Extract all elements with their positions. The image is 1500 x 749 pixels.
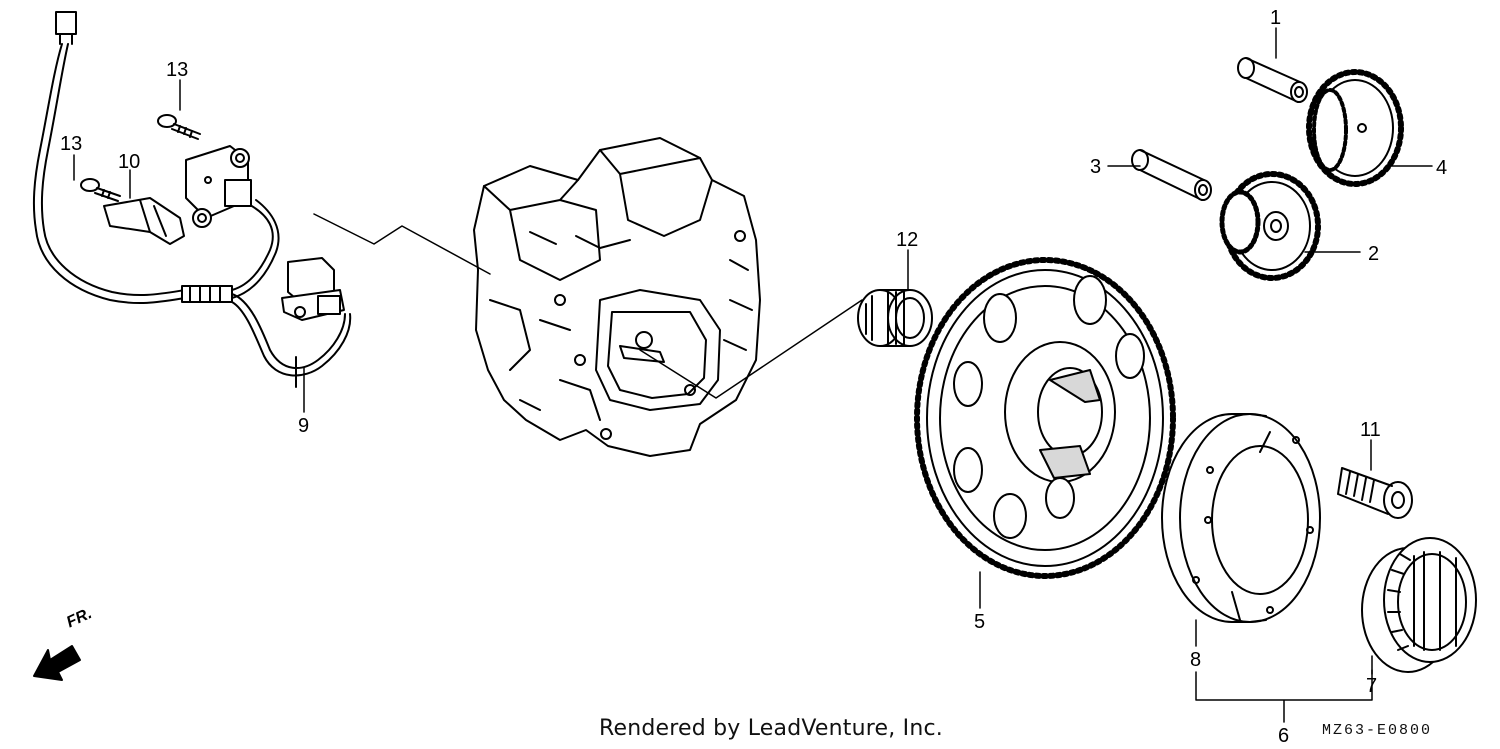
callout-8: 8 [1190,649,1201,671]
cap-screw [1337,467,1413,519]
callout-11: 11 [1360,419,1381,441]
one-way-clutch-outer [1161,413,1321,623]
callout-13-lower: 13 [60,133,82,155]
one-way-clutch [1361,537,1477,673]
pulse-generator-lower [281,257,345,321]
leader-line-12 [639,299,863,399]
callout-1: 1 [1270,7,1281,29]
bolt-upper [157,114,201,140]
callout-3: 3 [1090,156,1101,178]
idle-gear-shaft [1237,57,1308,103]
pulse-generator-upper [185,145,252,228]
needle-bearing [857,289,933,347]
callout-6: 6 [1278,725,1289,747]
callout-9: 9 [298,415,309,437]
bolt-lower [80,178,121,202]
starter-driven-gear [914,257,1176,579]
reduction-gear [1219,171,1321,281]
diagram-code: MZ63-E0800 [1322,722,1433,739]
pulse-generator-harness [32,11,352,388]
callout-4: 4 [1436,157,1447,179]
callout-7: 7 [1366,675,1377,697]
front-direction-arrow [33,645,81,681]
callout-5: 5 [974,611,985,633]
reduction-gear-shaft [1131,149,1212,201]
harness-clip [103,197,185,245]
callout-2: 2 [1368,243,1379,265]
leader-line-9 [313,213,491,275]
callout-13-upper: 13 [166,59,188,81]
callout-10: 10 [118,151,140,173]
callout-labels: 1 2 3 4 5 6 7 8 9 10 11 12 13 13 [60,7,1447,747]
callout-12: 12 [896,229,918,251]
credit-text: Rendered by LeadVenture, Inc. [599,716,943,741]
idle-gear [1306,69,1404,187]
callout-leaders [73,27,1433,723]
engine-block [473,137,761,457]
